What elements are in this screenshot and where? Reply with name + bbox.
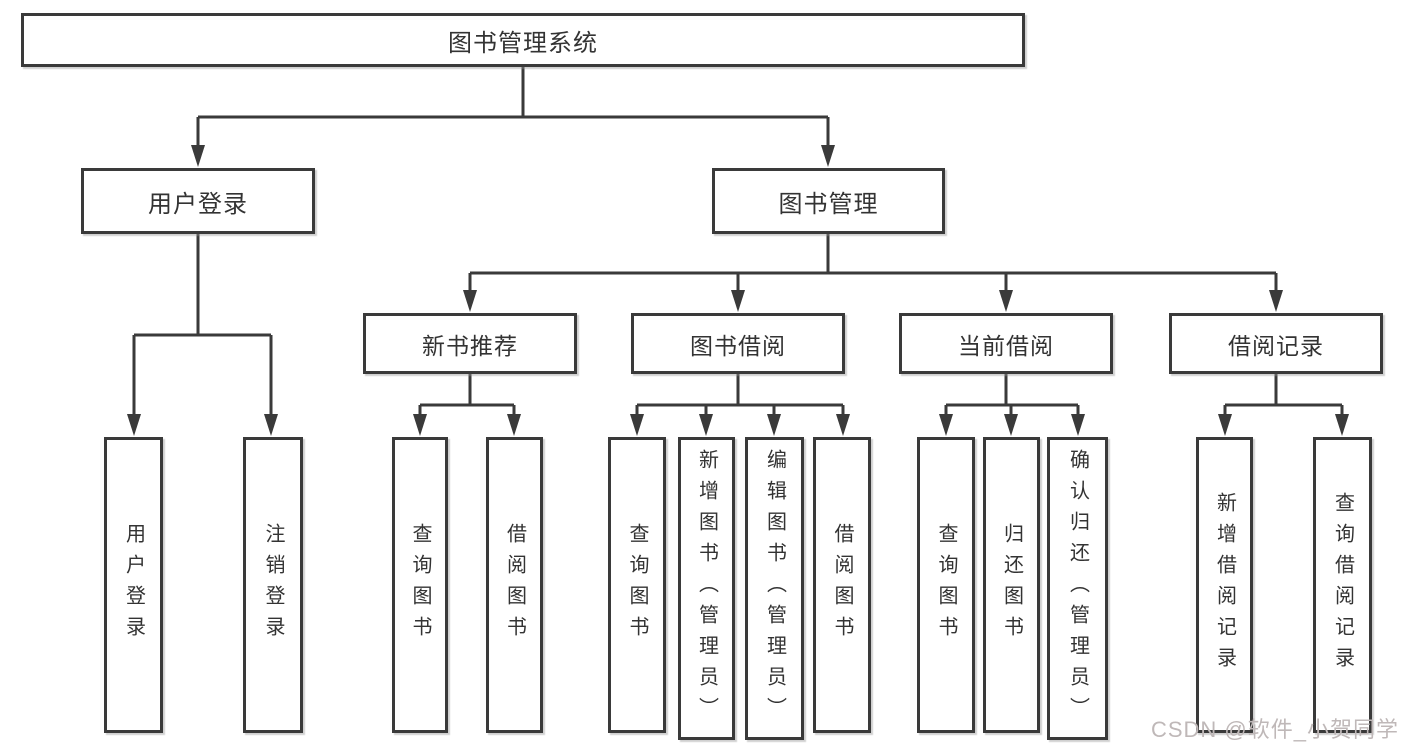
leaf-newbook-query-books: 查询图书 <box>392 437 448 733</box>
leaf-newbook-borrow-books: 借阅图书 <box>486 437 543 733</box>
csdn-watermark: CSDN @软件_小贺同学 <box>1150 717 1399 742</box>
leaf-user-login: 用户登录 <box>104 437 163 733</box>
leaf-logout: 注销登录 <box>243 437 303 733</box>
leaf-borrow-add-books-admin: 新增图书（管理员） <box>678 437 735 740</box>
node-book-borrow: 图书借阅 <box>631 313 845 374</box>
node-user-login-group: 用户登录 <box>81 168 315 234</box>
node-book-management-group: 图书管理 <box>712 168 945 234</box>
node-root-library-system: 图书管理系统 <box>21 13 1025 67</box>
leaf-current-confirm-return-admin: 确认归还（管理员） <box>1047 437 1108 740</box>
leaf-current-return-books: 归还图书 <box>983 437 1040 733</box>
node-borrow-records: 借阅记录 <box>1169 313 1383 374</box>
leaf-records-query-record: 查询借阅记录 <box>1313 437 1372 733</box>
leaf-current-query-books: 查询图书 <box>917 437 975 733</box>
node-new-book-recommend: 新书推荐 <box>363 313 577 374</box>
leaf-borrow-borrow-books: 借阅图书 <box>813 437 871 733</box>
leaf-borrow-query-books: 查询图书 <box>608 437 666 733</box>
leaf-borrow-edit-books-admin: 编辑图书（管理员） <box>745 437 804 740</box>
node-current-borrow: 当前借阅 <box>899 313 1113 374</box>
leaf-records-add-record: 新增借阅记录 <box>1196 437 1253 733</box>
